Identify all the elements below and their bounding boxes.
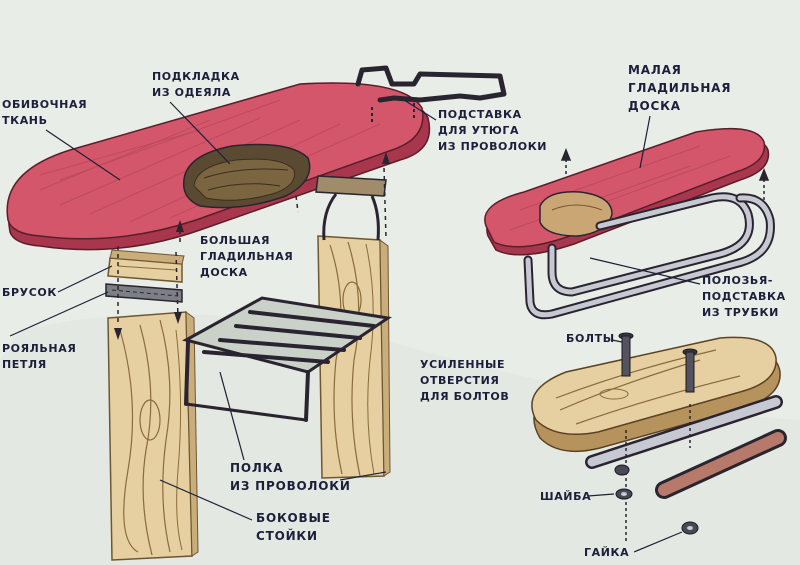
label-line: ДОСКА bbox=[200, 266, 248, 279]
background-wash bbox=[0, 314, 800, 565]
label-obivochnaya-tkan: ОБИВОЧНАЯ ТКАНЬ bbox=[2, 98, 121, 181]
label-line: БОЛЬШАЯ bbox=[200, 234, 270, 247]
assembly-arrows bbox=[114, 152, 390, 340]
label-gaika: ГАЙКА bbox=[584, 531, 683, 559]
label-line: ДЛЯ БОЛТОВ bbox=[420, 390, 509, 403]
piano-hinge bbox=[105, 283, 183, 303]
iron-rest-wire bbox=[355, 65, 507, 103]
label-line: ШАЙБА bbox=[540, 490, 591, 503]
wire-shelf bbox=[181, 296, 392, 422]
label-line: ПЕТЛЯ bbox=[2, 358, 47, 371]
label-line: ДОСКА bbox=[628, 99, 681, 113]
label-polka: ПОЛКА ИЗ ПРОВОЛОКИ bbox=[219, 371, 387, 493]
label-line: ИЗ ПРОВОЛОКИ bbox=[438, 140, 547, 153]
label-malaya-doska: МАЛАЯ ГЛАДИЛЬНАЯ ДОСКА bbox=[628, 63, 731, 169]
small-board-arrows bbox=[560, 147, 770, 200]
small-ironing-board bbox=[484, 127, 770, 256]
nut bbox=[614, 464, 699, 535]
bolted-board-detail bbox=[531, 336, 781, 453]
label-bolty: БОЛТЫ bbox=[566, 332, 623, 345]
label-otverstiya: УСИЛЕННЫЕ ОТВЕРСТИЯ ДЛЯ БОЛТОВ bbox=[420, 358, 509, 403]
label-polozya: ПОЛОЗЬЯ- ПОДСТАВКА ИЗ ТРУБКИ bbox=[589, 257, 786, 319]
label-shaiba: ШАЙБА bbox=[540, 490, 615, 503]
right-side-post bbox=[317, 235, 391, 479]
label-line: ОТВЕРСТИЯ bbox=[420, 374, 499, 387]
label-line: БРУСОК bbox=[2, 286, 57, 299]
label-line: ОБИВОЧНАЯ bbox=[2, 98, 87, 111]
tube-runners bbox=[523, 192, 775, 320]
label-brusok: БРУСОК bbox=[2, 265, 113, 299]
label-podkladka: ПОДКЛАДКА ИЗ ОДЕЯЛА bbox=[152, 70, 240, 165]
label-line: ГЛАДИЛЬНАЯ bbox=[200, 250, 293, 263]
board-brace bbox=[315, 175, 387, 241]
label-line: ПОДСТАВКА bbox=[702, 290, 786, 303]
label-line: ТКАНЬ bbox=[2, 114, 48, 127]
label-rojal-petlya: РОЯЛЬНАЯ ПЕТЛЯ bbox=[2, 291, 109, 371]
large-ironing-board bbox=[6, 82, 431, 251]
label-line: БОЛТЫ bbox=[566, 332, 615, 345]
label-line: ГАЙКА bbox=[584, 546, 629, 559]
label-line: ИЗ ПРОВОЛОКИ bbox=[230, 479, 351, 493]
assembly-guides bbox=[117, 167, 387, 322]
iron-rest-arrows bbox=[371, 100, 415, 122]
left-side-post bbox=[107, 310, 199, 561]
label-line: ПОДКЛАДКА bbox=[152, 70, 240, 83]
washer bbox=[615, 488, 633, 500]
label-line: МАЛАЯ bbox=[628, 63, 682, 77]
label-line: ИЗ ОДЕЯЛА bbox=[152, 86, 231, 99]
label-line: ГЛАДИЛЬНАЯ bbox=[628, 81, 731, 95]
label-line: ПОЛОЗЬЯ- bbox=[702, 274, 773, 287]
label-bolshaya-doska: БОЛЬШАЯ ГЛАДИЛЬНАЯ ДОСКА bbox=[200, 234, 293, 279]
label-line: УСИЛЕННЫЕ bbox=[420, 358, 505, 371]
bolt-guides bbox=[625, 404, 691, 544]
bolt bbox=[618, 332, 698, 393]
label-line: БОКОВЫЕ bbox=[256, 511, 331, 525]
label-line: ДЛЯ УТЮГА bbox=[438, 124, 519, 137]
label-bokovye-stoiki: БОКОВЫЕ СТОЙКИ bbox=[159, 479, 331, 543]
label-line: ИЗ ТРУБКИ bbox=[702, 306, 779, 319]
label-line: ПОДСТАВКА bbox=[438, 108, 522, 121]
label-line: ПОЛКА bbox=[230, 461, 283, 475]
label-line: РОЯЛЬНАЯ bbox=[2, 342, 76, 355]
wood-bar bbox=[107, 249, 185, 283]
label-line: СТОЙКИ bbox=[256, 528, 318, 543]
label-podstavka-utyug: ПОДСТАВКА ДЛЯ УТЮГА ИЗ ПРОВОЛОКИ bbox=[403, 99, 547, 153]
detail-tube bbox=[585, 395, 787, 499]
